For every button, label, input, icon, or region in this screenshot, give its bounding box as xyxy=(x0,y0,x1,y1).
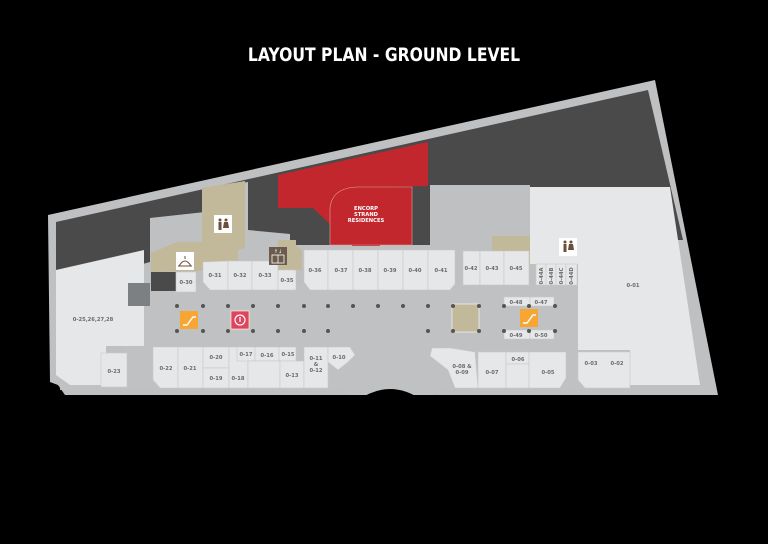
unit-0-03-02[interactable] xyxy=(577,351,631,389)
label-0-41: 0-41 xyxy=(435,268,448,274)
unit-0-25-28[interactable] xyxy=(56,250,144,385)
label-0-42: 0-42 xyxy=(465,266,478,272)
encorp-red-connector xyxy=(412,150,428,186)
unit-0-32[interactable] xyxy=(227,260,253,291)
label-0-30: 0-30 xyxy=(180,280,193,286)
label-0-50: 0-50 xyxy=(535,333,548,339)
unit-0-31[interactable] xyxy=(202,260,229,291)
unit-0-37[interactable] xyxy=(327,249,354,291)
label-0-17: 0-17 xyxy=(240,352,253,358)
label-0-16: 0-16 xyxy=(261,353,274,359)
unit-0-44d[interactable] xyxy=(565,263,578,286)
unit-0-30[interactable] xyxy=(175,271,197,293)
unit-0-22[interactable] xyxy=(152,346,179,389)
label-0-31: 0-31 xyxy=(209,273,222,279)
label-0-49: 0-49 xyxy=(510,333,523,339)
label-0-21: 0-21 xyxy=(184,366,197,372)
label-0-44c: 0-44C xyxy=(559,267,565,284)
label-0-20: 0-20 xyxy=(210,355,223,361)
label-0-44b: 0-44B xyxy=(549,267,555,284)
label-0-45: 0-45 xyxy=(510,266,523,272)
label-0-44a: 0-44A xyxy=(539,268,545,285)
label-0-43: 0-43 xyxy=(486,266,499,272)
unit-0-36[interactable] xyxy=(303,249,329,291)
label-0-18: 0-18 xyxy=(232,376,245,382)
label-0-33: 0-33 xyxy=(259,273,272,279)
entrance-arch xyxy=(345,360,436,395)
label-0-08: 0-08 & xyxy=(452,364,472,370)
unit-0-blank[interactable] xyxy=(247,360,281,389)
atrium-void xyxy=(451,303,480,333)
unit-0-05[interactable] xyxy=(528,351,567,389)
unit-0-41[interactable] xyxy=(427,249,456,291)
label-0-36: 0-36 xyxy=(309,268,322,274)
label-0-09: 0-09 xyxy=(456,370,469,376)
toilet-icon xyxy=(214,215,232,233)
unit-0-39[interactable] xyxy=(377,249,404,291)
lift-icon: ↑↓ xyxy=(269,247,287,265)
label-0-15: 0-15 xyxy=(282,352,295,358)
unit-0-08-09[interactable] xyxy=(429,347,479,389)
label-0-35: 0-35 xyxy=(281,278,294,284)
label-0-05: 0-05 xyxy=(542,370,555,376)
encorp-label-1: ENCORP xyxy=(354,206,378,212)
escalator-icon-right[interactable] xyxy=(520,309,538,327)
unit-0-01[interactable] xyxy=(530,187,700,385)
page-title: LAYOUT PLAN - GROUND LEVEL xyxy=(247,44,521,66)
label-0-39: 0-39 xyxy=(384,268,397,274)
label-0-44d: 0-44D xyxy=(569,267,575,285)
unit-0-47[interactable] xyxy=(529,296,555,307)
unit-0-35[interactable] xyxy=(277,269,297,291)
label-0-11: 0-11 xyxy=(310,356,323,362)
label-0-22: 0-22 xyxy=(160,366,173,372)
label-0-10: 0-10 xyxy=(333,355,346,361)
label-0-02: 0-02 xyxy=(611,361,624,367)
label-0-40: 0-40 xyxy=(409,268,422,274)
unit-0-06b[interactable] xyxy=(505,363,530,389)
label-0-13: 0-13 xyxy=(286,373,299,379)
escalator-icon[interactable] xyxy=(180,311,198,329)
unit-0-38[interactable] xyxy=(352,249,379,291)
service-block xyxy=(128,283,150,306)
unit-0-45[interactable] xyxy=(503,250,530,286)
info-icon[interactable] xyxy=(230,310,250,330)
label-0-23: 0-23 xyxy=(108,369,121,375)
encorp-label-2: STRAND xyxy=(354,212,379,218)
label-0-25-28: 0-25,26,27,28 xyxy=(73,317,114,323)
surau-icon xyxy=(176,252,194,270)
label-0-03: 0-03 xyxy=(585,361,598,367)
encorp-label-3: RESIDENCES xyxy=(348,218,385,224)
label-0-06: 0-06 xyxy=(512,357,525,363)
unit-0-40[interactable] xyxy=(402,249,429,291)
unit-0-10[interactable] xyxy=(327,346,356,371)
top-row-units xyxy=(175,249,578,293)
label-0-01: 0-01 xyxy=(627,283,640,289)
encorp-strand-residences-block[interactable] xyxy=(278,142,428,208)
label-0-12: 0-12 xyxy=(310,368,323,374)
label-0-37: 0-37 xyxy=(335,268,348,274)
unit-0-11-12[interactable] xyxy=(303,346,329,389)
label-0-32: 0-32 xyxy=(234,273,247,279)
unit-0-50[interactable] xyxy=(529,329,555,340)
unit-0-23[interactable] xyxy=(100,352,128,388)
label-0-19: 0-19 xyxy=(210,376,223,382)
encorp-strand-residences-tower[interactable] xyxy=(329,186,413,246)
label-0-47: 0-47 xyxy=(535,300,548,306)
label-0-11-amp: & xyxy=(314,362,319,368)
svg-text:↑↓: ↑↓ xyxy=(274,249,282,255)
unit-0-43[interactable] xyxy=(479,250,505,286)
columns xyxy=(175,304,557,333)
label-0-07: 0-07 xyxy=(486,370,499,376)
unit-0-21[interactable] xyxy=(177,346,204,389)
unit-0-07[interactable] xyxy=(477,351,507,389)
facility-dark-block xyxy=(151,272,176,291)
toilet-icon-right xyxy=(559,238,577,256)
unit-0-13[interactable] xyxy=(279,360,305,389)
label-0-38: 0-38 xyxy=(359,268,372,274)
facility-toilet-left xyxy=(151,181,245,272)
label-0-48: 0-48 xyxy=(510,300,523,306)
entrance-dropoff xyxy=(358,389,422,400)
